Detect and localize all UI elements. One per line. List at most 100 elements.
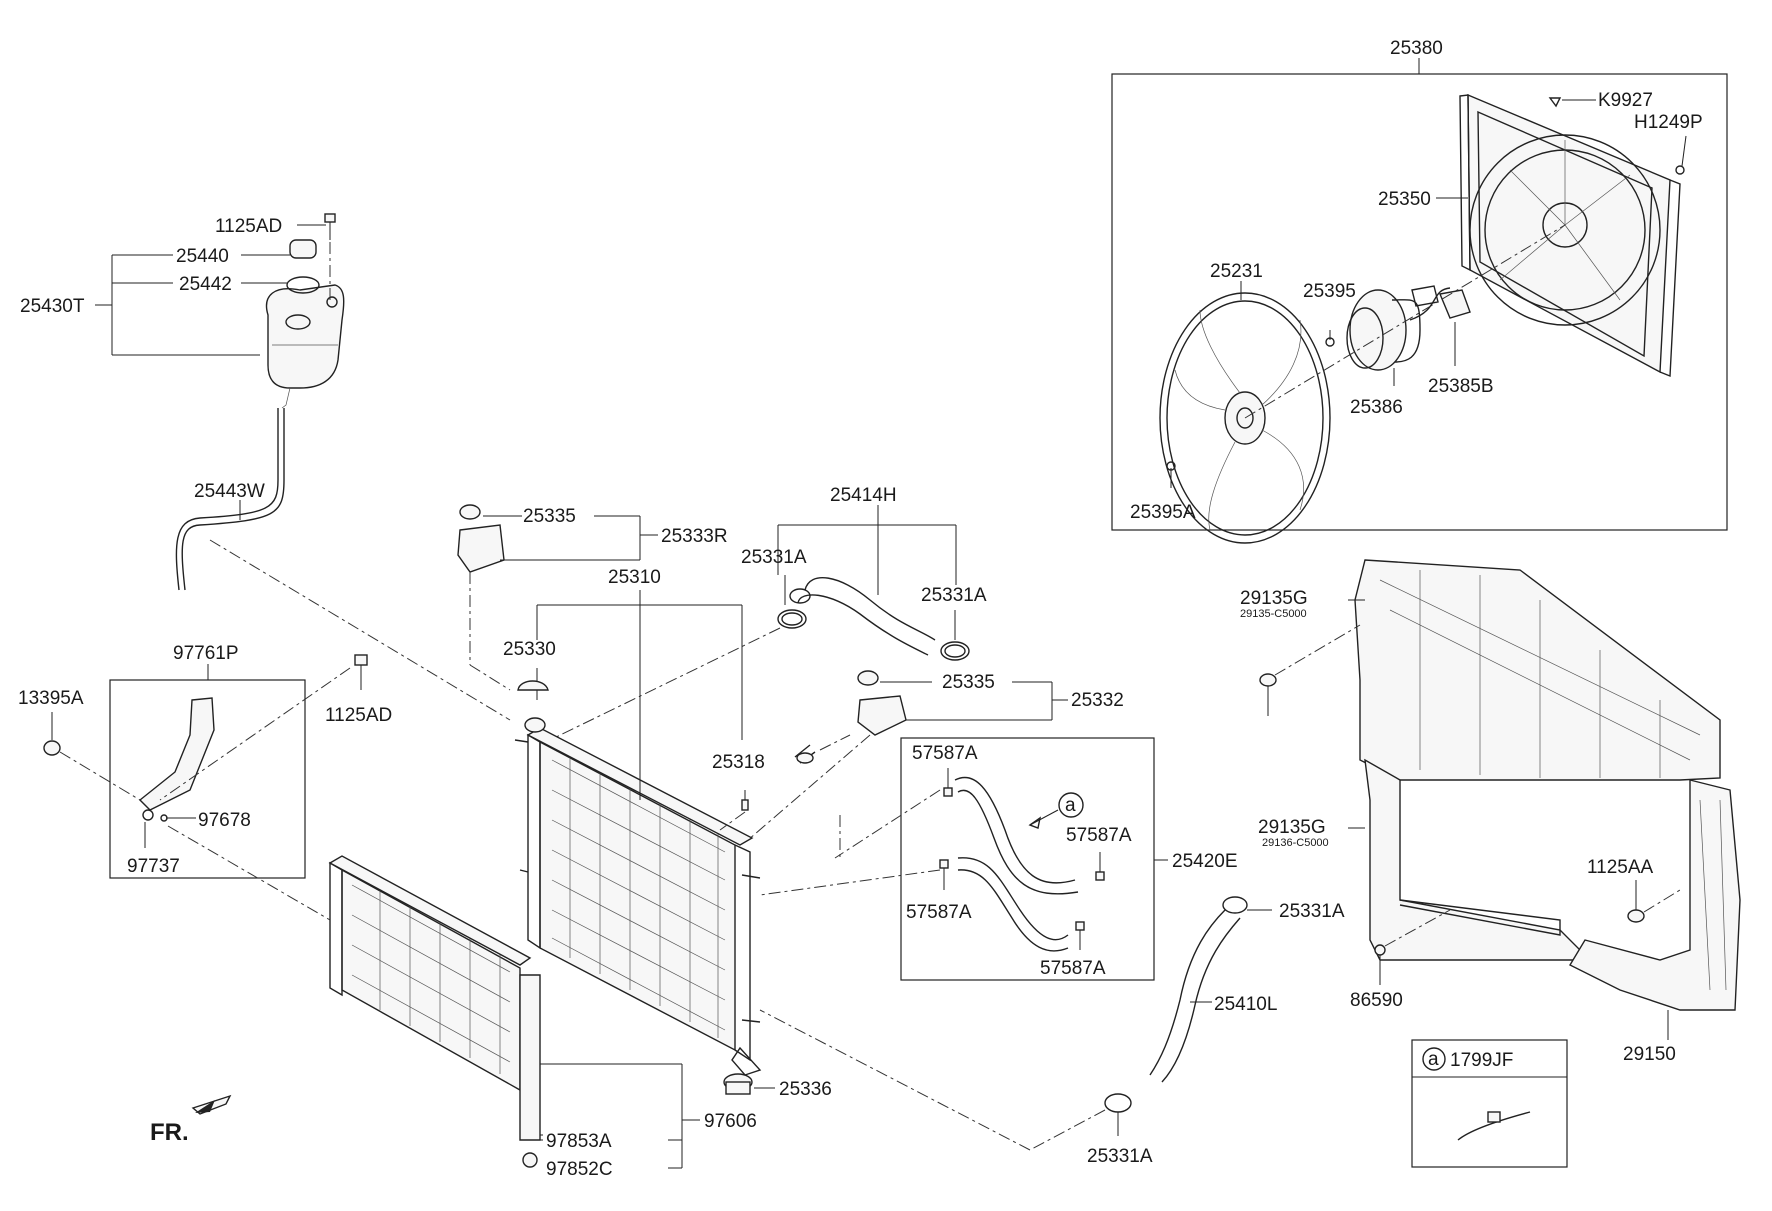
front-direction-indicator <box>191 1094 232 1115</box>
callout-a2-circle <box>1422 1047 1446 1071</box>
upper-hose-group <box>549 505 970 741</box>
screw-25395A <box>1166 461 1176 488</box>
label-25380: 25380 <box>1390 38 1443 59</box>
screw-25395 <box>1325 330 1335 347</box>
label-25442: 25442 <box>179 274 232 295</box>
reservoir-tank <box>265 284 345 389</box>
label-25331A-1: 25331A <box>741 547 807 568</box>
label-25443W: 25443W <box>194 481 265 502</box>
fan-assembly-group <box>1111 58 1728 544</box>
label-25410L: 25410L <box>1214 994 1277 1015</box>
label-25335-mid: 25335 <box>942 672 995 693</box>
fan-blade <box>1159 292 1331 544</box>
lower-hose-group <box>759 896 1272 1151</box>
callout-a-circle <box>1058 792 1084 818</box>
hose-lower-kit <box>957 857 1069 941</box>
label-25430T: 25430T <box>20 296 85 317</box>
part-labels: 25380 K9927 H1249P 25350 25231 25395 253… <box>18 38 1703 1180</box>
label-K9927: K9927 <box>1598 90 1653 111</box>
callout-a-letter: a <box>1065 795 1076 816</box>
label-25440: 25440 <box>176 246 229 267</box>
cable-tie-1799JF <box>1457 1111 1531 1141</box>
radiator-cap-25330 <box>517 680 549 691</box>
callout-1799JF-group <box>1411 1039 1568 1168</box>
carrier-group <box>1259 559 1741 1040</box>
label-25385B: 25385B <box>1428 376 1494 397</box>
label-25331A-2: 25331A <box>921 585 987 606</box>
lower-radiator-hose <box>1149 909 1226 1076</box>
reservoir-group <box>95 213 511 721</box>
hose-kit-box <box>900 737 1155 981</box>
label-25330: 25330 <box>503 639 556 660</box>
clamp-25331A-3 <box>1222 896 1272 914</box>
clip-K9927 <box>1548 97 1596 108</box>
label-86590: 86590 <box>1350 990 1403 1011</box>
bolt-radiator-side <box>794 744 816 764</box>
label-25331A-4: 25331A <box>1087 1146 1153 1167</box>
label-25336: 25336 <box>779 1079 832 1100</box>
label-29150: 29150 <box>1623 1044 1676 1065</box>
label-front: FR. <box>150 1119 189 1146</box>
label-97606: 97606 <box>704 1111 757 1132</box>
bolt-H1249P <box>1675 135 1687 175</box>
clip-57587A-3 <box>939 859 949 890</box>
condenser-bracket-group <box>43 654 368 921</box>
label-57587A-3: 57587A <box>906 902 972 923</box>
radiator-group <box>514 590 851 1095</box>
upper-radiator-hose <box>804 576 936 641</box>
bolt-25318 <box>741 790 749 811</box>
label-57587A-1: 57587A <box>912 743 978 764</box>
bolt-1125AA <box>1627 880 1645 923</box>
label-25333R: 25333R <box>661 526 728 547</box>
label-97737: 97737 <box>127 856 180 877</box>
bolt-1125AD-top <box>324 213 336 300</box>
fan-shroud <box>1459 93 1681 378</box>
clip-57587A-1 <box>943 768 953 797</box>
label-25414H: 25414H <box>830 485 897 506</box>
drain-plug-25336 <box>723 1073 775 1095</box>
clip-57587A-2 <box>1095 852 1105 881</box>
fan-connector <box>1411 285 1471 319</box>
hose-upper-kit <box>954 776 1076 884</box>
label-25310: 25310 <box>608 567 661 588</box>
bracket-upper-group <box>457 504 658 691</box>
clip-57587A-4 <box>1075 921 1085 950</box>
label-57587A-2: 57587A <box>1066 825 1132 846</box>
label-97678: 97678 <box>198 810 251 831</box>
label-25332: 25332 <box>1071 690 1124 711</box>
callout-a2-letter: a <box>1428 1049 1439 1070</box>
reservoir-hose <box>181 408 285 591</box>
label-1125AD-top: 1125AD <box>215 216 282 237</box>
label-25350: 25350 <box>1378 189 1431 210</box>
reservoir-cap <box>286 239 320 294</box>
nut-13395A <box>43 712 61 756</box>
label-29135G-1: 29135G <box>1240 588 1308 609</box>
label-57587A-4: 57587A <box>1040 958 1106 979</box>
label-25420E: 25420E <box>1172 851 1238 872</box>
label-25318: 25318 <box>712 752 765 773</box>
label-25395: 25395 <box>1303 281 1356 302</box>
condenser-core <box>341 868 521 1092</box>
clamp-25331A-4 <box>1104 1093 1132 1136</box>
label-25231: 25231 <box>1210 261 1263 282</box>
clamp-25331A-1 <box>777 609 807 629</box>
label-25335-top: 25335 <box>523 506 576 527</box>
label-97761P: 97761P <box>173 643 239 664</box>
air-guard-29150 <box>1569 779 1741 1011</box>
bolt-carrier <box>1259 673 1277 716</box>
label-25331A-3: 25331A <box>1279 901 1345 922</box>
label-25386: 25386 <box>1350 397 1403 418</box>
label-13395A: 13395A <box>18 688 84 709</box>
hose-kit-group <box>759 737 1168 981</box>
label-97853A: 97853A <box>546 1131 612 1152</box>
clip-86590 <box>1374 944 1386 985</box>
callout-1799JF-box <box>1411 1039 1568 1168</box>
bracket-97761P <box>138 697 215 811</box>
label-25395A: 25395A <box>1130 502 1196 523</box>
fan-motor <box>1346 287 1451 371</box>
front-end-carrier <box>1354 559 1721 781</box>
label-1799JF: 1799JF <box>1450 1050 1513 1071</box>
bracket-lower-group <box>747 670 1068 841</box>
bolt-1125AD-mid <box>354 654 368 690</box>
